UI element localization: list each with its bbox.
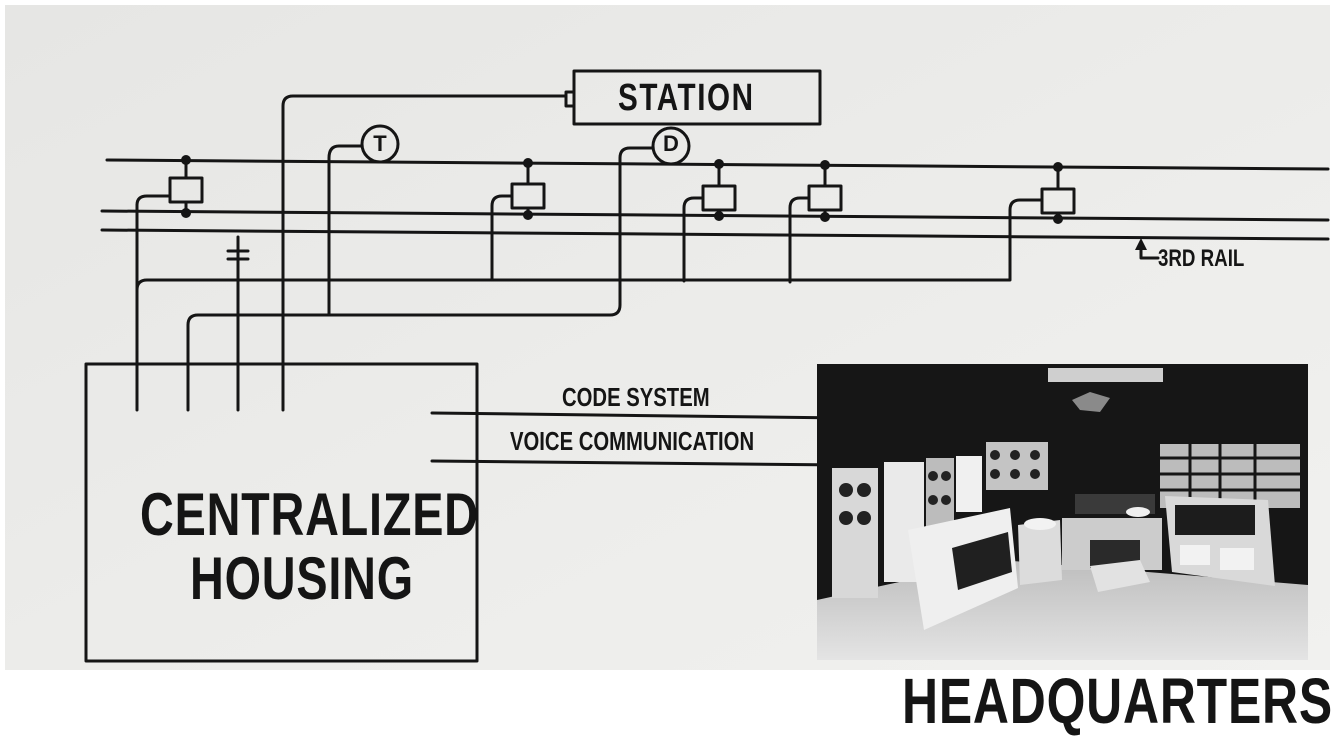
tap-t-label: T (362, 131, 398, 157)
control-room-photo (817, 364, 1308, 660)
headquarters-label: HEADQUARTERS (902, 664, 1333, 738)
station-label: STATION (618, 77, 755, 120)
junction-dot (714, 211, 724, 221)
junction-dot (523, 210, 533, 220)
housing-title-line1: CENTRALIZED (140, 480, 479, 549)
third-rail-label: 3RD RAIL (1158, 245, 1244, 273)
code-system-label: CODE SYSTEM (562, 382, 710, 413)
housing-title-line2: HOUSING (190, 544, 414, 613)
tap-d-label: D (653, 131, 689, 157)
junction-dot (523, 158, 533, 168)
junction-dot (820, 212, 830, 222)
voice-communication-label: VOICE COMMUNICATION (510, 426, 754, 457)
junction-dot (181, 208, 191, 218)
junction-dot (820, 160, 830, 170)
junction-dot (714, 159, 724, 169)
junction-dot (1053, 214, 1063, 224)
junction-dot (1053, 162, 1063, 172)
junction-dot (181, 155, 191, 165)
